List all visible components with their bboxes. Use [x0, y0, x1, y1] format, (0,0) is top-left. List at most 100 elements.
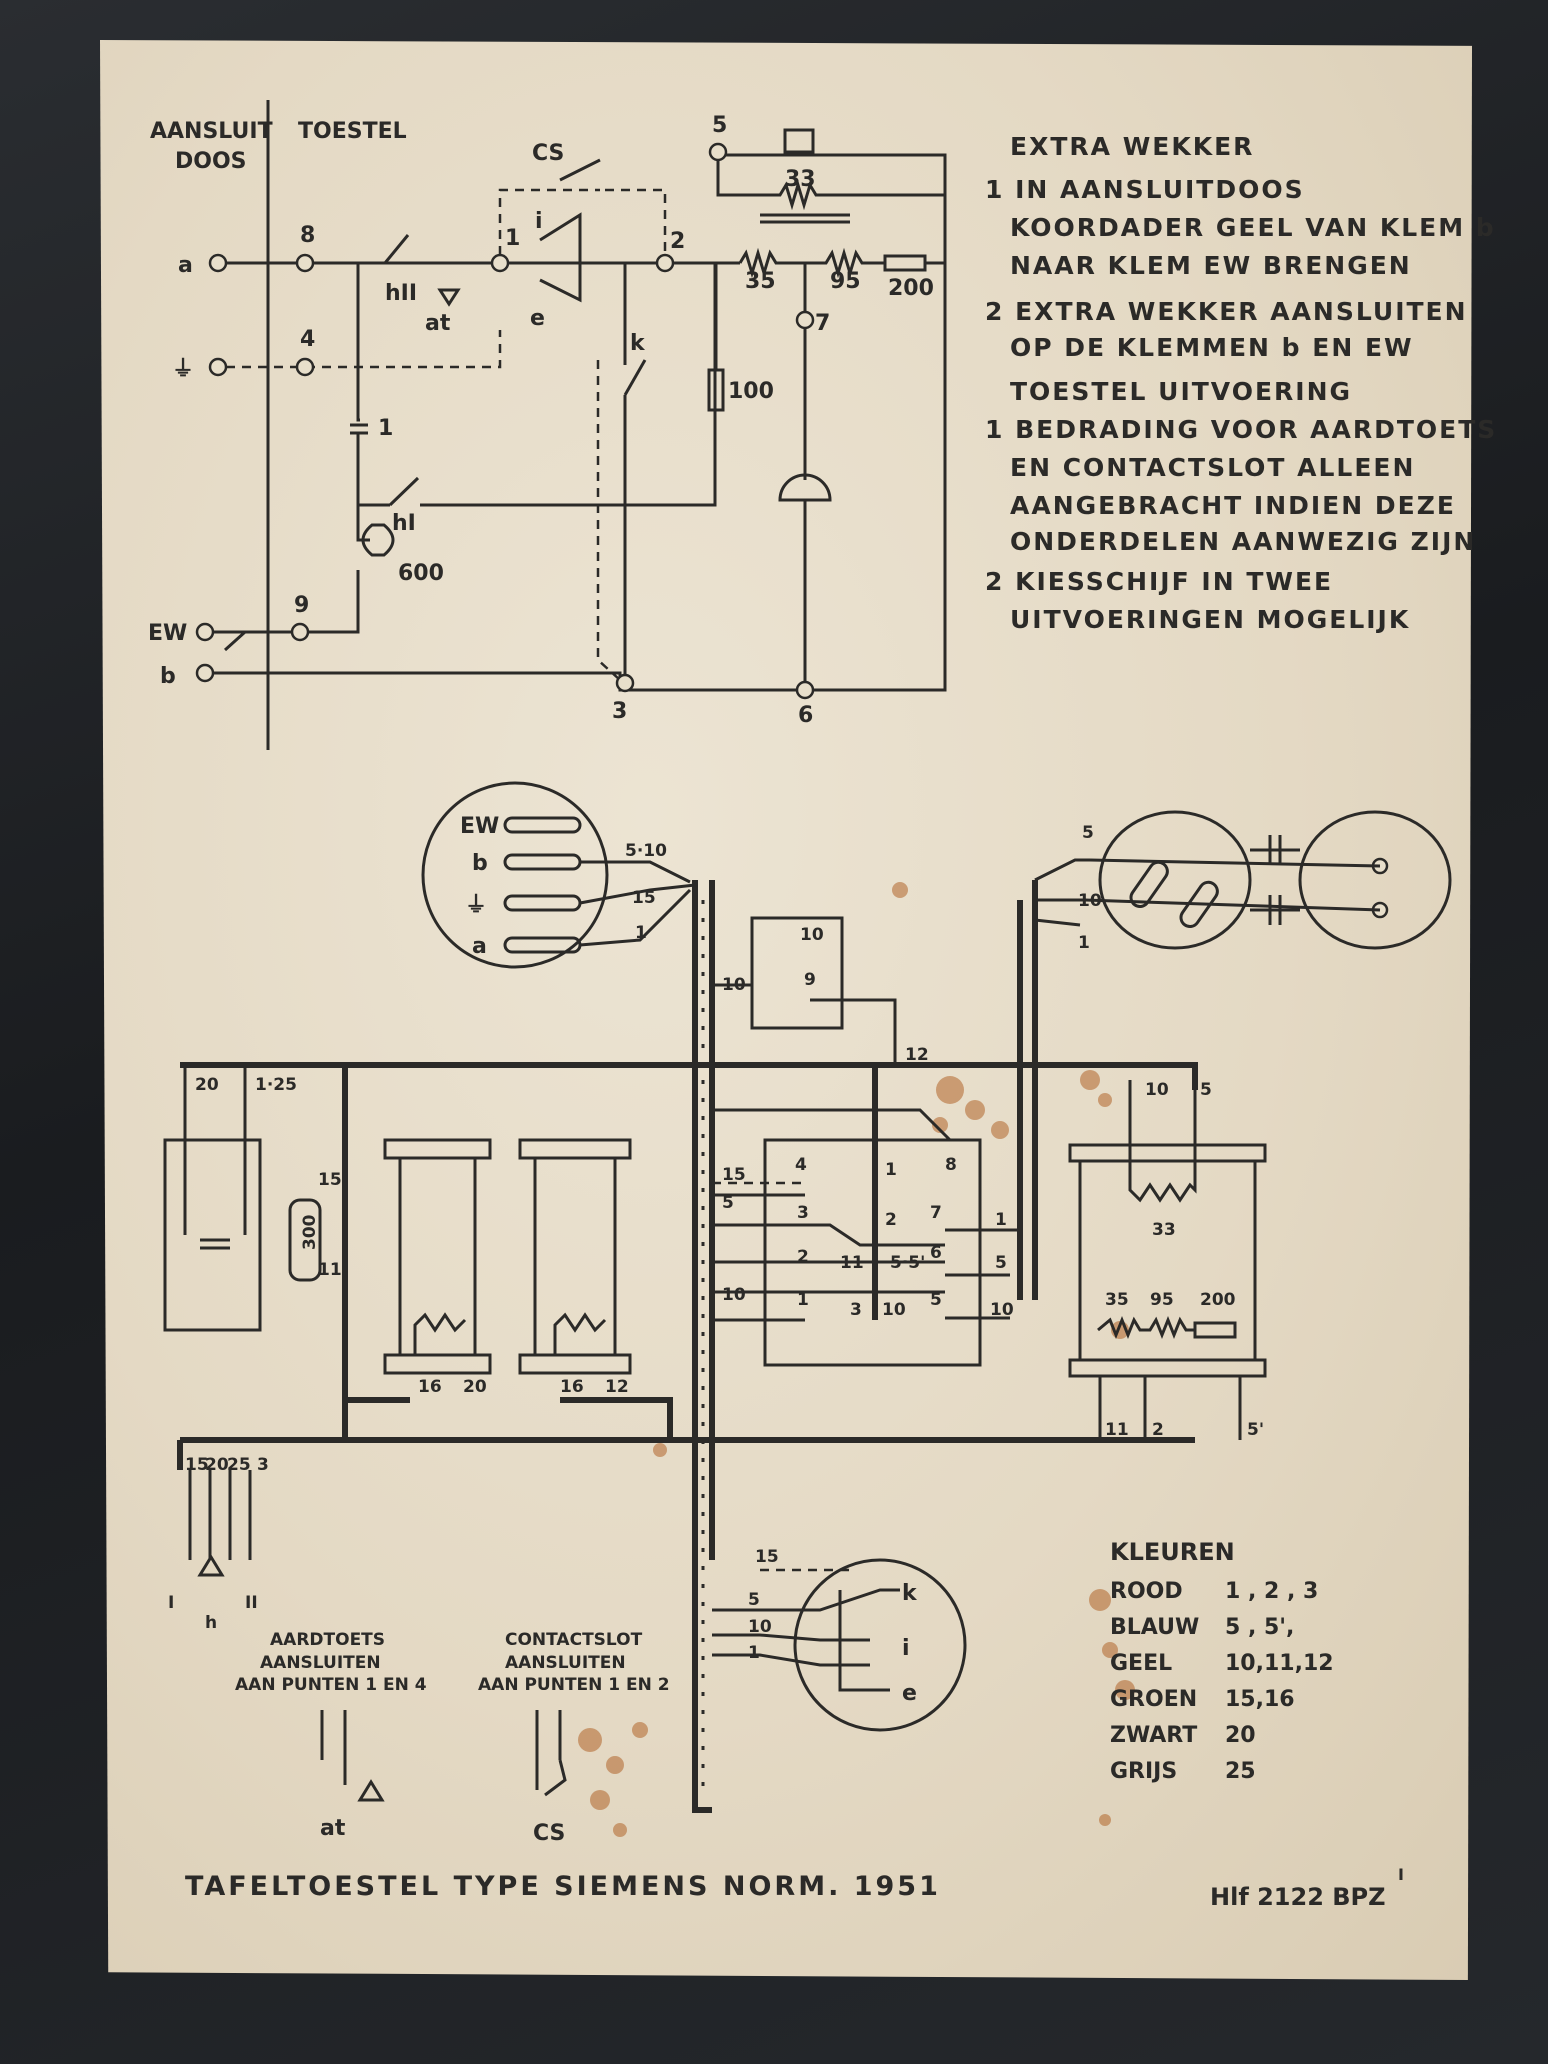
coil2-16: 16	[560, 1377, 584, 1397]
dial-contacts	[539, 212, 582, 303]
coil1-20: 20	[463, 1377, 487, 1397]
hs-I: I	[168, 1593, 174, 1613]
uitvoering-title: TOESTEL UITVOERING	[1010, 377, 1352, 406]
svg-text:8: 8	[945, 1155, 957, 1175]
label-200: 200	[888, 276, 934, 301]
resistor-300	[288, 1198, 322, 1282]
svg-text:GROEN: GROEN	[1110, 1687, 1197, 1712]
svg-text:2: 2	[797, 1247, 809, 1267]
coil-pin-12: 12	[905, 1045, 929, 1065]
svg-text:1: 1	[797, 1290, 809, 1310]
induction-coil-2	[518, 1138, 632, 1375]
socket-pin-510: 5·10	[625, 841, 667, 861]
comp-33: 33	[1152, 1220, 1176, 1240]
footer-code-sup: I	[1398, 1865, 1404, 1884]
svg-text:ZWART: ZWART	[1110, 1723, 1197, 1748]
svg-text:3: 3	[850, 1300, 862, 1320]
socket-pin-1: 1	[635, 923, 647, 943]
resistor-35	[738, 247, 800, 279]
terminal-b-label: b	[160, 664, 176, 689]
coil1-16: 16	[418, 1377, 442, 1397]
legend-contactslot: CONTACTSLOT AANSLUITEN AAN PUNTEN 1 EN 2…	[478, 1630, 670, 1846]
resistor-95	[800, 247, 885, 279]
svg-text:15: 15	[722, 1165, 746, 1185]
svg-text:10: 10	[990, 1300, 1014, 1320]
svg-text:10,11,12: 10,11,12	[1225, 1651, 1334, 1676]
switch-k	[623, 359, 647, 396]
footer-code: Hlf 2122 BPZ	[1210, 1883, 1386, 1911]
uv-line-3: AANGEBRACHT INDIEN DEZE	[1010, 491, 1456, 520]
cap-label-1: 1	[378, 416, 393, 441]
dial-i: i	[902, 1636, 910, 1661]
svg-text:CONTACTSLOT: CONTACTSLOT	[505, 1630, 643, 1650]
svg-text:5 , 5',: 5 , 5',	[1225, 1615, 1294, 1640]
switch-hI	[388, 476, 420, 507]
svg-text:1 , 2 , 3: 1 , 2 , 3	[1225, 1579, 1318, 1604]
svg-text:2: 2	[885, 1210, 897, 1230]
dial-k: k	[902, 1581, 918, 1606]
socket-earth: ⏚	[465, 893, 487, 918]
label-k: k	[630, 331, 646, 356]
svg-text:AAN PUNTEN 1 EN 2: AAN PUNTEN 1 EN 2	[478, 1675, 670, 1695]
bell-coil	[783, 128, 815, 154]
bell-10b: 10	[1145, 1080, 1169, 1100]
uv-line-1: 1 BEDRADING VOOR AARDTOETS	[985, 415, 1497, 444]
notes-block: EXTRA WEKKER 1 IN AANSLUITDOOS KOORDADER…	[985, 132, 1497, 634]
frame-top-rail	[180, 1062, 1198, 1090]
terminal-7	[795, 310, 815, 330]
svg-text:6: 6	[930, 1243, 942, 1263]
hs-25: 25	[227, 1455, 251, 1475]
label-100: 100	[728, 379, 774, 404]
terminal-2	[655, 253, 675, 273]
svg-text:AAN PUNTEN 1 EN 4: AAN PUNTEN 1 EN 4	[235, 1675, 427, 1695]
panel-15: 15	[318, 1170, 342, 1190]
terminal-a-label: a	[178, 253, 193, 278]
coil-pin-9: 9	[804, 970, 816, 990]
num-6: 6	[798, 703, 813, 728]
ew-line-4: 2 EXTRA WEKKER AANSLUITEN	[985, 297, 1468, 326]
label-at: at	[425, 311, 451, 336]
terminal-4	[295, 357, 315, 377]
induction-coil-1	[383, 1138, 492, 1375]
label-33: 33	[785, 167, 816, 192]
label-95: 95	[830, 269, 861, 294]
header-doos: DOOS	[175, 149, 247, 174]
svg-text:ROOD: ROOD	[1110, 1579, 1183, 1604]
footer-title: TAFELTOESTEL TYPE SIEMENS NORM. 1951	[185, 1871, 941, 1902]
svg-text:1: 1	[885, 1160, 897, 1180]
left-switch-box	[163, 1138, 262, 1332]
svg-text:25: 25	[1225, 1759, 1256, 1784]
ew-line-3: NAAR KLEM EW BRENGEN	[1010, 251, 1412, 280]
coil-pin-10a: 10	[800, 925, 824, 945]
svg-text:GRIJS: GRIJS	[1110, 1759, 1177, 1784]
hs-15: 15	[185, 1455, 209, 1475]
earth-key-at	[437, 288, 461, 307]
svg-text:10: 10	[882, 1300, 906, 1320]
svg-text:1: 1	[995, 1210, 1007, 1230]
terminal-8	[295, 253, 315, 273]
num-2: 2	[670, 229, 685, 254]
socket-pin-15: 15	[632, 888, 656, 908]
legend-aardtoets: AARDTOETS AANSLUITEN AAN PUNTEN 1 EN 4 a…	[235, 1630, 427, 1841]
hs-h: h	[205, 1613, 217, 1633]
ew-line-1: 1 IN AANSLUITDOOS	[985, 175, 1305, 204]
coil-600	[361, 523, 395, 557]
microphone	[778, 473, 832, 502]
svg-text:BLAUW: BLAUW	[1110, 1615, 1199, 1640]
dial-15: 15	[755, 1547, 779, 1567]
bell-5: 5	[1082, 823, 1094, 843]
svg-text:4: 4	[795, 1155, 807, 1175]
label-600: 600	[398, 561, 444, 586]
svg-text:15,16: 15,16	[1225, 1687, 1295, 1712]
num-4: 4	[300, 327, 315, 352]
num-5: 5	[712, 113, 727, 138]
rust-stains	[578, 882, 1135, 1837]
rr-35: 35	[1105, 1290, 1129, 1310]
wiring-section: EW b ⏚ a 5·10 15 1 10 9 10 12	[163, 781, 1452, 1813]
svg-text:5: 5	[930, 1290, 942, 1310]
uv-line-5: 2 KIESSCHIJF IN TWEE	[985, 567, 1333, 596]
legend-at-symbol: at	[320, 1816, 346, 1841]
label-hII: hII	[385, 281, 417, 306]
